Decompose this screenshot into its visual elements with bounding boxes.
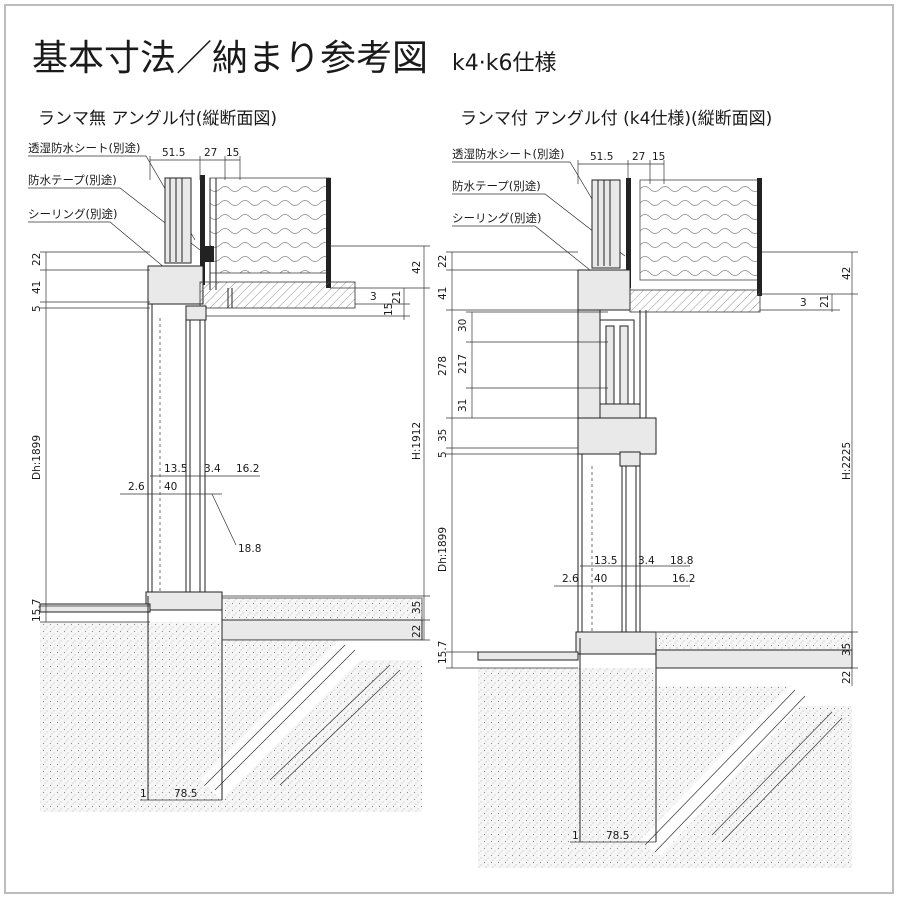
left-dim-right-0: 42 [411,261,423,274]
left-callout-tape: 防水テープ(別途) [28,173,117,187]
left-dim-mid-4: 40 [164,481,177,493]
right-dim-right-0: 42 [841,267,853,280]
left-section: ランマ無 アングル付(縦断面図) 透湿防水シート(別途) 防水テープ(別途) シ… [28,109,430,812]
left-dim-side-3: Dh:1899 [31,435,43,480]
right-dim-bottom-1: 78.5 [606,830,629,842]
right-dim-side-3: 35 [437,429,449,442]
right-callout-sheet: 透湿防水シート(別途) [452,147,564,161]
sheet-border [4,4,894,894]
right-dim-transom-1: 217 [457,354,469,374]
right-dim-side-5: Dh:1899 [437,527,449,572]
left-dim-bottom-1: 78.5 [174,788,197,800]
right-dim-side-6: 15.7 [437,641,449,664]
right-dim-side-0: 22 [437,255,449,268]
title-spec: k4·k6仕様 [452,51,556,76]
right-callout-sealing: シーリング(別途) [452,211,541,225]
right-dim-transom-2: 31 [457,399,469,412]
left-callout-sheet: 透湿防水シート(別途) [28,141,140,155]
left-dim-side-2: 5 [31,305,43,312]
right-dim-right-2: 21 [819,295,831,308]
right-dim-mid-5: 16.2 [672,573,695,585]
right-dim-side-4: 5 [437,451,449,458]
left-dim-side-0: 22 [31,253,43,266]
left-dim-right-5: 35 [411,601,423,614]
left-dim-mid-5: 18.8 [238,543,261,555]
left-dim-mid-3: 2.6 [128,481,145,493]
right-dim-top-1: 27 [632,151,645,163]
right-dim-right-1: 3 [800,297,807,309]
left-dim-mid-1: 3.4 [204,463,221,475]
right-dim-transom-0: 30 [457,319,469,332]
left-dim-top-1: 27 [204,147,217,159]
right-dim-mid-3: 2.6 [562,573,579,585]
right-dim-right-3: H:2225 [841,442,853,480]
right-dim-mid-2: 18.8 [670,555,693,567]
right-dim-side-1: 41 [437,287,449,300]
left-dim-right-3: 15 [383,303,395,316]
left-dim-side-1: 41 [31,281,43,294]
left-callout-sealing: シーリング(別途) [28,207,117,221]
left-dim-top-2: 15 [226,147,239,159]
right-section: ランマ付 アングル付 (k4仕様)(縦断面図) 透湿防水シート(別途) 防水テー… [437,109,858,868]
right-subtitle: ランマ付 アングル付 (k4仕様)(縦断面図) [460,109,772,129]
right-dim-mid-0: 13.5 [594,555,617,567]
right-dim-mid-4: 40 [594,573,607,585]
left-subtitle: ランマ無 アングル付(縦断面図) [38,109,277,129]
left-dim-mid-0: 13.5 [164,463,187,475]
right-dim-top-0: 51.5 [590,151,613,163]
right-dim-mid-1: 3.4 [638,555,655,567]
left-dim-mid-2: 16.2 [236,463,259,475]
right-callout-tape: 防水テープ(別途) [452,179,541,193]
left-dim-side-4: 15.7 [31,599,43,622]
left-dim-right-6: 22 [411,625,423,638]
left-dim-right-1: 3 [370,291,377,303]
right-dim-top-2: 15 [652,151,665,163]
left-dim-right-4: H:1912 [411,422,423,460]
right-dim-side-2: 278 [437,356,449,376]
title-main: 基本寸法／納まり参考図 [32,38,428,79]
right-dim-right-4: 35 [841,643,853,656]
left-dim-right-2: 21 [391,291,403,304]
left-dim-bottom-0: 1 [140,788,147,800]
right-dim-bottom-0: 1 [572,830,579,842]
right-dim-right-5: 22 [841,671,853,684]
left-dim-top-0: 51.5 [162,147,185,159]
